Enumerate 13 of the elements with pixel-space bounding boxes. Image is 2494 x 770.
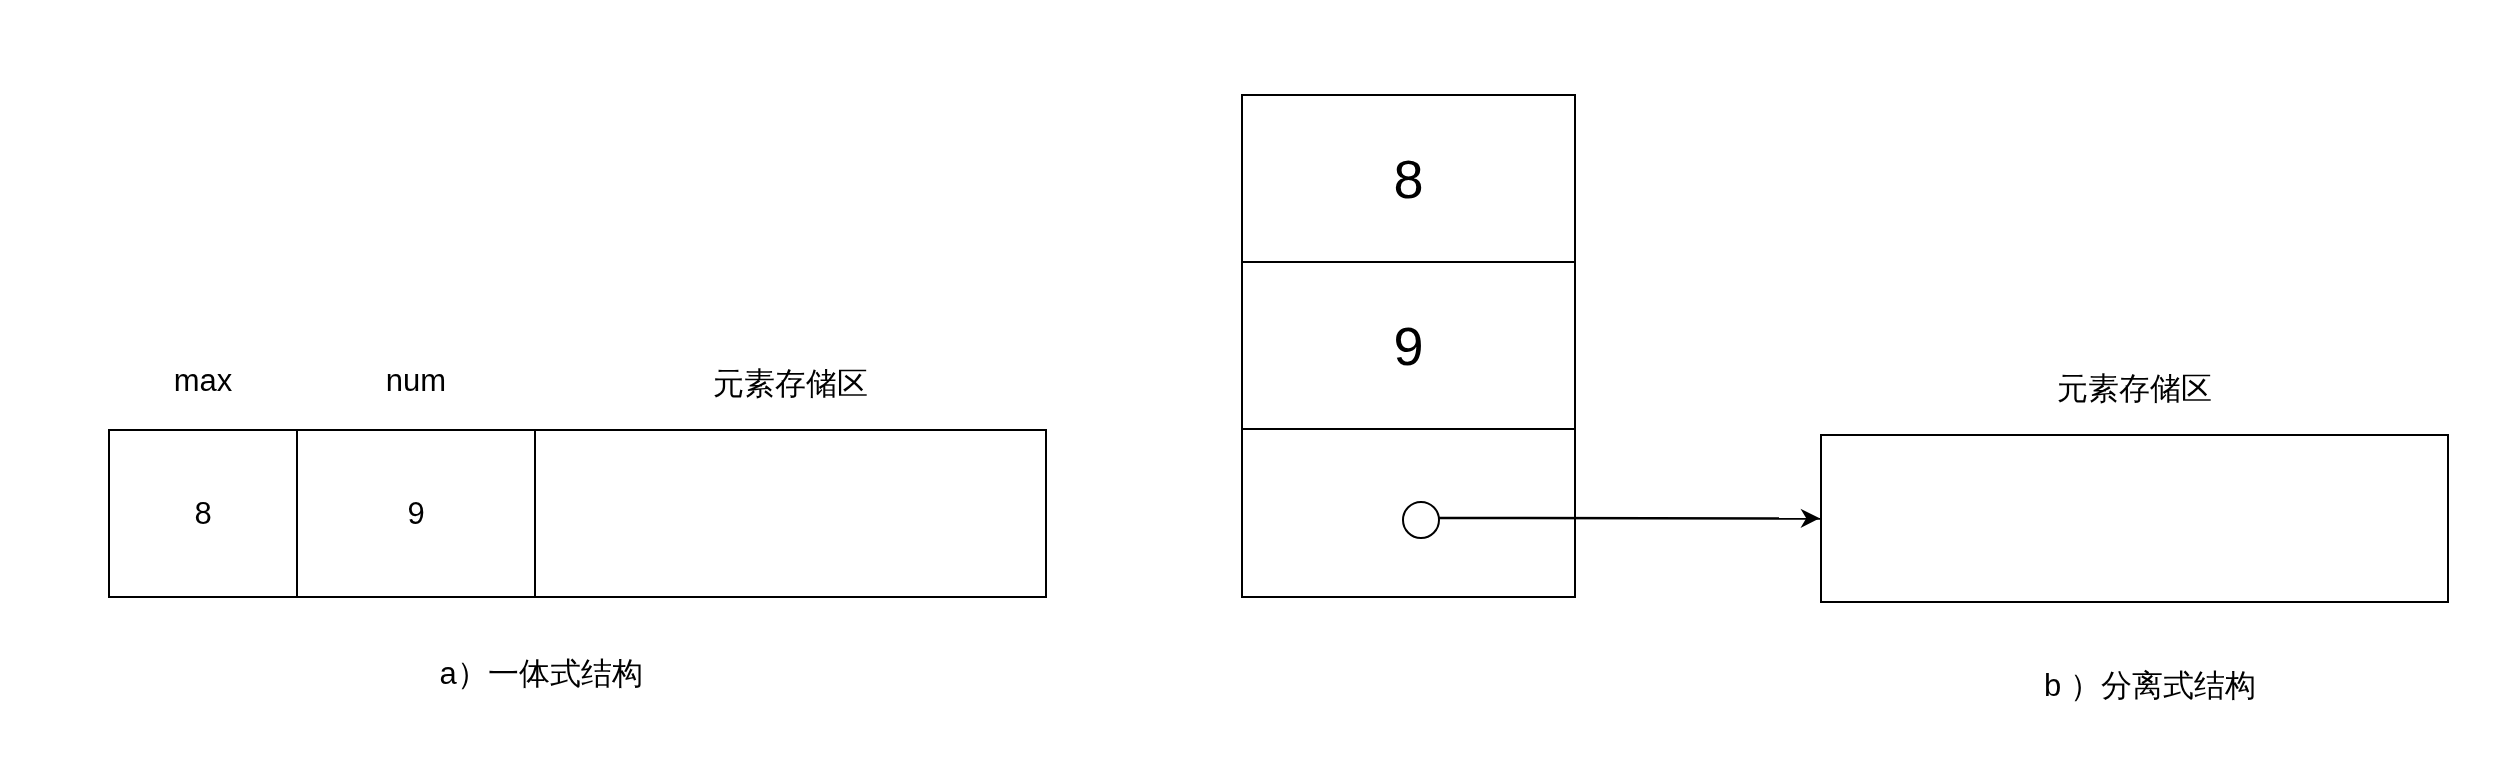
pointer-circle xyxy=(1402,501,1440,539)
cell-value: 9 xyxy=(1393,314,1424,377)
field-name: 元素存储区 xyxy=(712,365,869,403)
cell-value: 9 xyxy=(407,495,425,532)
field-name: max xyxy=(172,363,234,399)
caption: a）一体式结构 xyxy=(439,655,643,693)
arrow xyxy=(1438,508,1820,528)
field-name: num xyxy=(384,363,448,399)
cell-value: 8 xyxy=(194,495,212,532)
caption: b ）分离式结构 xyxy=(2044,667,2256,705)
memory-cell xyxy=(1241,428,1576,598)
cell-value: 8 xyxy=(1393,147,1424,210)
field-name: 元素存储区 xyxy=(2056,370,2213,408)
